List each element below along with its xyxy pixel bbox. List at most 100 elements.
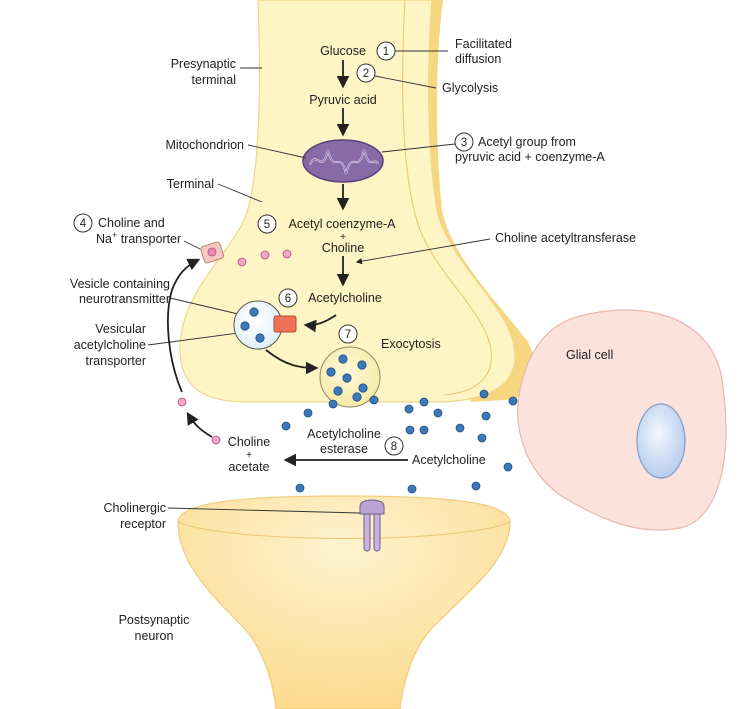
- ach-molecule: [352, 392, 362, 402]
- step-7: 7: [338, 324, 358, 344]
- choline-dot: [237, 257, 247, 267]
- step-6-number: 6: [285, 293, 291, 305]
- arrow-choline-acetyltransferase: [355, 238, 491, 265]
- postsynaptic-neuron: [177, 495, 511, 709]
- ach-molecule: [433, 408, 443, 418]
- ache-line1: Acetylcholine: [307, 427, 381, 441]
- step-8-number: 8: [391, 441, 397, 453]
- step-3: 3: [454, 132, 474, 152]
- step-4: 4: [73, 213, 93, 233]
- facilitated-diffusion-line2: diffusion: [455, 52, 501, 66]
- step-4-number: 4: [80, 218, 87, 230]
- terminal-label: Terminal: [167, 177, 214, 191]
- ache-line2: esterase: [320, 442, 368, 456]
- step-6: 6: [278, 288, 298, 308]
- ach-molecule: [255, 333, 265, 343]
- mitochondrion: [302, 139, 384, 183]
- step-5: 5: [257, 214, 277, 234]
- acetyl-group-line2: pyruvic acid + coenzyme-A: [455, 150, 605, 164]
- exocytosis-label: Exocytosis: [381, 337, 441, 351]
- ach-molecule: [369, 395, 379, 405]
- postsynaptic-neuron-line2: neuron: [135, 629, 174, 643]
- exocytosis-vesicle: [319, 346, 381, 408]
- vesicular-transporter-line1: Vesicular: [95, 322, 146, 336]
- acetyl-coa-label: Acetyl coenzyme-A: [289, 217, 397, 231]
- step-1-number: 1: [383, 46, 389, 58]
- ach-molecule: [249, 307, 259, 317]
- presynaptic-terminal-line2: terminal: [192, 73, 236, 87]
- vesicle-containing-line1: Vesicle containing: [70, 277, 170, 291]
- arrow-choline-reuptake: [167, 258, 201, 393]
- presynaptic-terminal-line1: Presynaptic: [171, 57, 236, 71]
- cholinergic-receptor: [359, 499, 385, 552]
- glucose-label: Glucose: [320, 44, 366, 58]
- facilitated-diffusion-line1: Facilitated: [455, 37, 512, 51]
- step-2: 2: [356, 63, 376, 83]
- choline-transporter-line2: Na+ transporter: [96, 230, 181, 246]
- synaptic-vesicle: [233, 300, 283, 350]
- choline-acetate-plus: +: [246, 450, 252, 461]
- leader-acetyl-group: [381, 143, 456, 153]
- arrow-vesicle-to-exocytosis: [265, 349, 319, 375]
- transporter-word: transporter: [117, 232, 181, 246]
- step-1: 1: [376, 41, 396, 61]
- glial-cell-body: [517, 309, 727, 531]
- ach-molecule: [326, 367, 336, 377]
- ach-molecule: [328, 399, 338, 409]
- leader-cholinergic-receptor: [167, 507, 361, 514]
- step-3-number: 3: [461, 137, 467, 149]
- cholinergic-receptor-line2: receptor: [120, 517, 166, 531]
- choline-acetyltransferase-label: Choline acetyltransferase: [495, 231, 636, 245]
- choline-acetate-line1: Choline: [228, 435, 270, 449]
- glial-cell: Glial cell: [517, 309, 727, 531]
- arrow-choline-recycle-1: [186, 411, 213, 438]
- terminal-inner-membrane: [402, 0, 492, 396]
- step-7-number: 7: [345, 329, 351, 341]
- choline-dot: [260, 250, 270, 260]
- ach-molecule: [357, 360, 367, 370]
- ach-molecule: [481, 411, 491, 421]
- ach-molecule: [471, 481, 481, 491]
- ach-molecule: [404, 404, 414, 414]
- step-8: 8: [384, 436, 404, 456]
- postsynaptic-body: [177, 495, 511, 709]
- glycolysis-label: Glycolysis: [442, 81, 498, 95]
- ach-molecule: [503, 462, 513, 472]
- leader-choline-transporter: [183, 240, 201, 250]
- ach-molecule: [508, 396, 518, 406]
- ach-molecule: [455, 423, 465, 433]
- ach-molecule: [419, 425, 429, 435]
- leader-vesicle: [169, 297, 239, 315]
- plus-sign: +: [340, 232, 346, 243]
- choline-dot: [282, 249, 292, 259]
- glial-cell-label: Glial cell: [566, 348, 613, 362]
- cleft-acetylcholine: [281, 389, 518, 494]
- acetylcholine-cleft-label: Acetylcholine: [412, 453, 486, 467]
- choline-label: Choline: [322, 241, 364, 255]
- step-5-number: 5: [264, 219, 270, 231]
- vesicular-ach-transporter: [273, 315, 297, 333]
- ach-molecule: [342, 373, 352, 383]
- acetyl-group-line1: Acetyl group from: [478, 135, 576, 149]
- ach-molecule: [407, 484, 417, 494]
- cholinergic-receptor-line1: Cholinergic: [103, 501, 166, 515]
- ach-molecule: [405, 425, 415, 435]
- vesicular-transporter-line2: acetylcholine: [74, 338, 146, 352]
- ach-molecule: [479, 389, 489, 399]
- vesicle-containing-line2: neurotransmitter: [79, 292, 170, 306]
- ach-molecule: [338, 354, 348, 364]
- postsynaptic-membrane-top: [177, 521, 511, 539]
- choline-acetate-line2: acetate: [228, 460, 269, 474]
- ach-molecule: [295, 483, 305, 493]
- ach-molecule: [419, 397, 429, 407]
- step-2-number: 2: [363, 68, 369, 80]
- ach-molecule: [477, 433, 487, 443]
- ach-molecule: [281, 421, 291, 431]
- choline-dot: [177, 397, 187, 407]
- postsynaptic-neuron-line1: Postsynaptic: [119, 613, 190, 627]
- ach-molecule: [303, 408, 313, 418]
- mitochondrion-label: Mitochondrion: [165, 138, 244, 152]
- na-plus-superscript: +: [112, 230, 117, 240]
